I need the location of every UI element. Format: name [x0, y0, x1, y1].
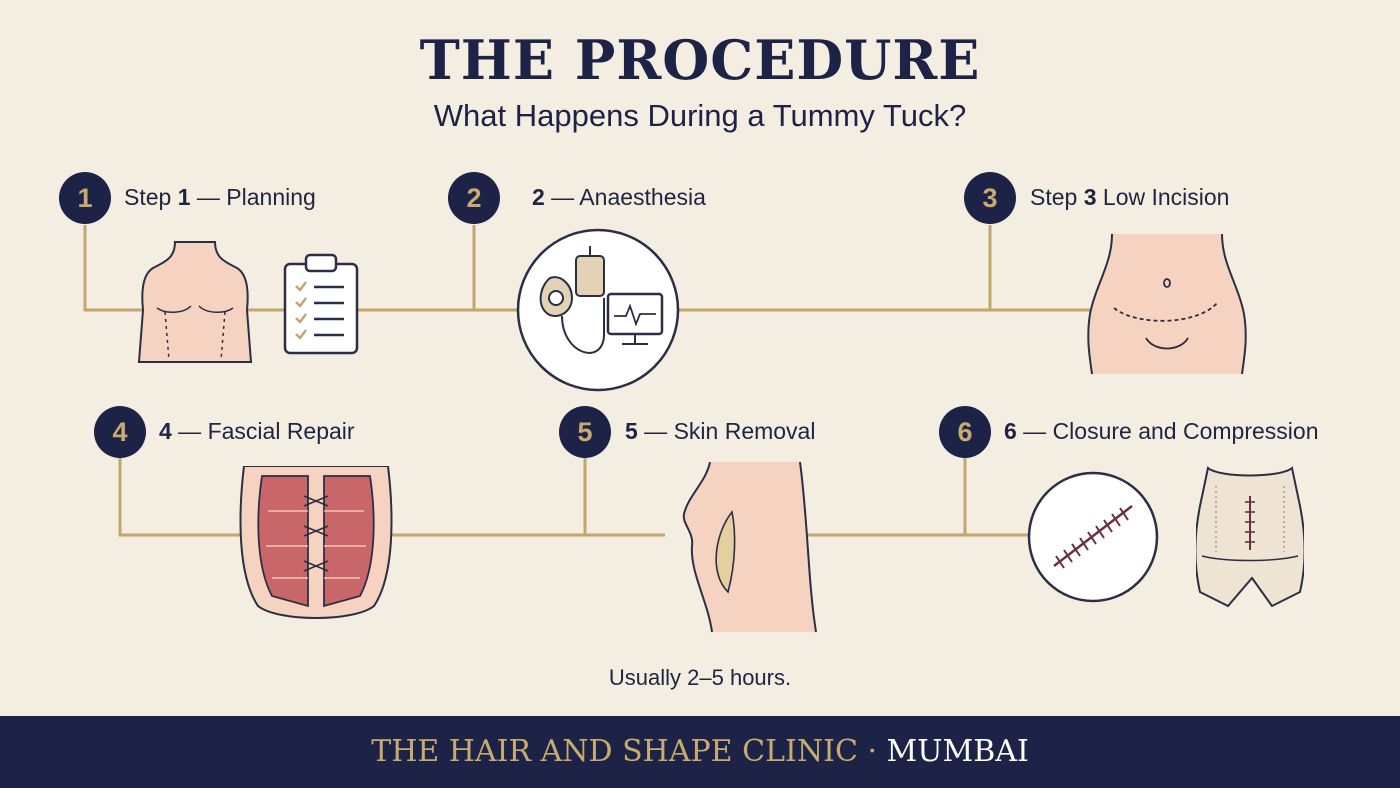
clipboard-checklist-icon [283, 253, 359, 355]
step-5-badge: 5 [559, 406, 611, 458]
skin-excision-profile-icon [682, 462, 817, 633]
step-2-badge: 2 [448, 172, 500, 224]
step-2-label: 2 — Anaesthesia [532, 184, 706, 210]
step-3-badge: 3 [964, 172, 1016, 224]
footer-separator: · [857, 734, 887, 769]
step-6-label: 6 — Closure and Compression [1004, 418, 1319, 444]
abdomen-incision-icon [1087, 234, 1247, 375]
sutured-scar-icon [1027, 471, 1159, 603]
step-1-badge: 1 [59, 172, 111, 224]
step-4-badge: 4 [94, 406, 146, 458]
footer-text: THE HAIR AND SHAPE CLINIC · MUMBAI [0, 734, 1400, 769]
step-3-label: Step 3 Low Incision [1030, 184, 1230, 210]
step-5-label: 5 — Skin Removal [625, 418, 816, 444]
clinic-city: MUMBAI [886, 734, 1029, 769]
page-subtitle: What Happens During a Tummy Tuck? [433, 98, 967, 133]
torso-outline-icon [137, 241, 253, 363]
footer-bar: THE HAIR AND SHAPE CLINIC · MUMBAI [0, 716, 1400, 788]
step-4-label: 4 — Fascial Repair [159, 418, 355, 444]
abdominal-muscles-icon [239, 466, 393, 619]
page-title: THE PROCEDURE [419, 28, 981, 92]
step-1-label: Step 1 — Planning [124, 184, 316, 210]
anaesthesia-equipment-icon [516, 228, 680, 392]
compression-garment-icon [1196, 466, 1304, 608]
step-6-badge: 6 [939, 406, 991, 458]
duration-note: Usually 2–5 hours. [608, 665, 792, 690]
clinic-name: THE HAIR AND SHAPE CLINIC [371, 734, 858, 769]
